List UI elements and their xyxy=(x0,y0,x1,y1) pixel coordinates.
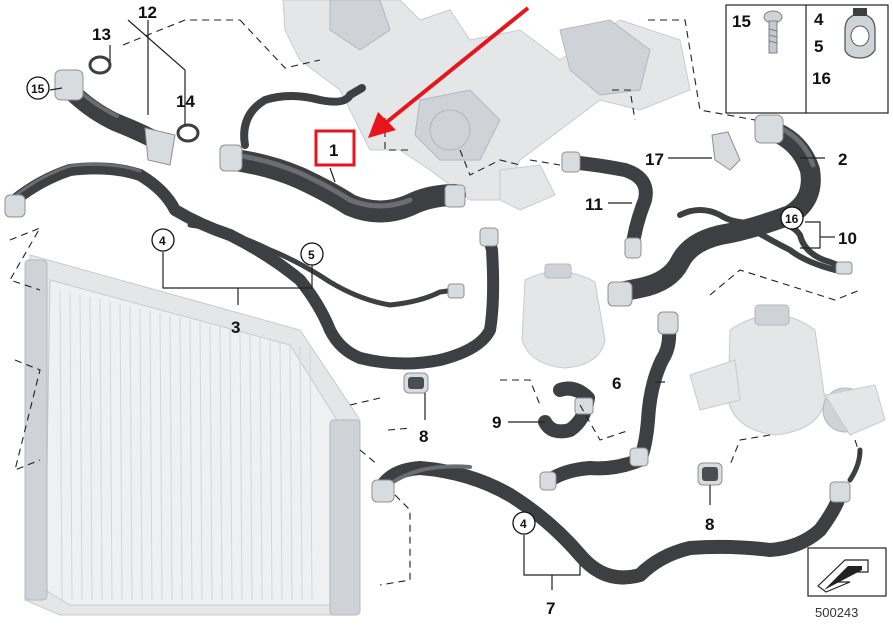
radiator-fin xyxy=(69,292,73,601)
bracket-part-17 xyxy=(711,131,741,171)
small-parts-legend: 15 4 5 16 xyxy=(725,4,889,114)
radiator-fin xyxy=(179,317,183,601)
radiator-fin xyxy=(189,319,193,601)
radiator-fin xyxy=(79,294,83,601)
callout-13: 13 xyxy=(92,25,111,44)
radiator-fin xyxy=(139,308,143,601)
legend-label-15: 15 xyxy=(732,12,751,31)
engine-block-ghost xyxy=(282,0,691,211)
radiator-fin xyxy=(169,315,173,601)
svg-text:15: 15 xyxy=(31,82,45,96)
radiator-ghost xyxy=(24,254,361,616)
o-ring-part-13 xyxy=(88,55,112,75)
callout-14: 14 xyxy=(176,92,195,111)
hose-part-9 xyxy=(538,381,595,439)
radiator-fin xyxy=(219,326,223,601)
radiator-fin xyxy=(109,301,113,601)
reference-stamp: 500243 xyxy=(807,547,887,620)
callout-4-circled-upper: 4 xyxy=(151,228,175,252)
radiator-fin xyxy=(249,333,253,601)
view-direction-arrow-icon xyxy=(817,559,869,593)
hose-part-10 xyxy=(677,207,853,275)
callout-5-circled: 5 xyxy=(300,242,324,266)
legend-label-4: 4 xyxy=(814,10,824,29)
radiator-fin xyxy=(159,312,163,601)
connector-part-8-right xyxy=(697,462,723,486)
callout-16-circled: 16 xyxy=(780,206,804,230)
radiator-fin xyxy=(89,296,93,601)
radiator-fin xyxy=(149,310,153,601)
callout-17: 17 xyxy=(645,150,664,169)
callout-11: 11 xyxy=(585,195,603,214)
callout-15-circled: 15 xyxy=(26,76,50,100)
hose-part-3 xyxy=(4,162,500,370)
hose-part-7 xyxy=(371,447,863,585)
radiator-fin xyxy=(269,338,273,601)
radiator-fin xyxy=(259,335,263,601)
callout-8-right: 8 xyxy=(705,515,714,534)
expansion-tank-ghost-right xyxy=(689,304,826,436)
radiator-fin xyxy=(209,324,213,601)
callout-labels: 12 13 14 1 2 17 11 10 3 6 8 9 8 7 15 4 5… xyxy=(26,3,857,618)
callout-10: 10 xyxy=(838,229,857,248)
radiator-fin xyxy=(229,329,233,601)
screw-icon xyxy=(763,10,783,54)
radiator-fin xyxy=(239,331,243,601)
svg-text:16: 16 xyxy=(785,212,799,226)
leader-lines xyxy=(49,19,835,590)
radiator-fin xyxy=(99,299,103,601)
callout-4-circled-lower: 4 xyxy=(512,511,536,535)
radiator-fin xyxy=(289,342,293,601)
callout-2: 2 xyxy=(838,150,847,169)
connector-part-8-left xyxy=(403,372,429,394)
legend-label-5: 5 xyxy=(814,37,823,56)
hose-part-1 xyxy=(219,84,466,223)
hose-part-6 xyxy=(539,311,679,491)
legend-label-16: 16 xyxy=(812,69,831,88)
callout-9: 9 xyxy=(492,413,501,432)
callout-3: 3 xyxy=(231,318,240,337)
dashed-reference-lines xyxy=(9,19,861,586)
radiator-fin xyxy=(309,347,313,601)
o-ring-part-14 xyxy=(176,123,200,143)
radiator-fin xyxy=(119,303,123,601)
expansion-tank-ghost-left xyxy=(521,263,606,369)
svg-text:5: 5 xyxy=(308,248,315,262)
water-pump-ghost xyxy=(822,384,886,436)
callout-7: 7 xyxy=(546,599,555,618)
callout-8-left: 8 xyxy=(419,427,428,446)
radiator-fin xyxy=(279,340,283,601)
callout-1: 1 xyxy=(329,141,338,160)
svg-text:4: 4 xyxy=(159,234,166,248)
hose-part-11 xyxy=(561,151,653,259)
radiator-fins xyxy=(59,289,313,601)
radiator-fin xyxy=(129,306,133,601)
highlight-part-1 xyxy=(314,6,530,167)
callout-12: 12 xyxy=(138,3,157,22)
hose-part-12 xyxy=(54,69,176,166)
radiator-fin xyxy=(299,345,303,601)
svg-text:4: 4 xyxy=(520,517,527,531)
radiator-fin xyxy=(59,289,63,601)
radiator-fin xyxy=(199,322,203,601)
hose-clip-icon xyxy=(844,8,876,59)
reference-number: 500243 xyxy=(815,605,858,620)
callout-6: 6 xyxy=(612,374,621,393)
